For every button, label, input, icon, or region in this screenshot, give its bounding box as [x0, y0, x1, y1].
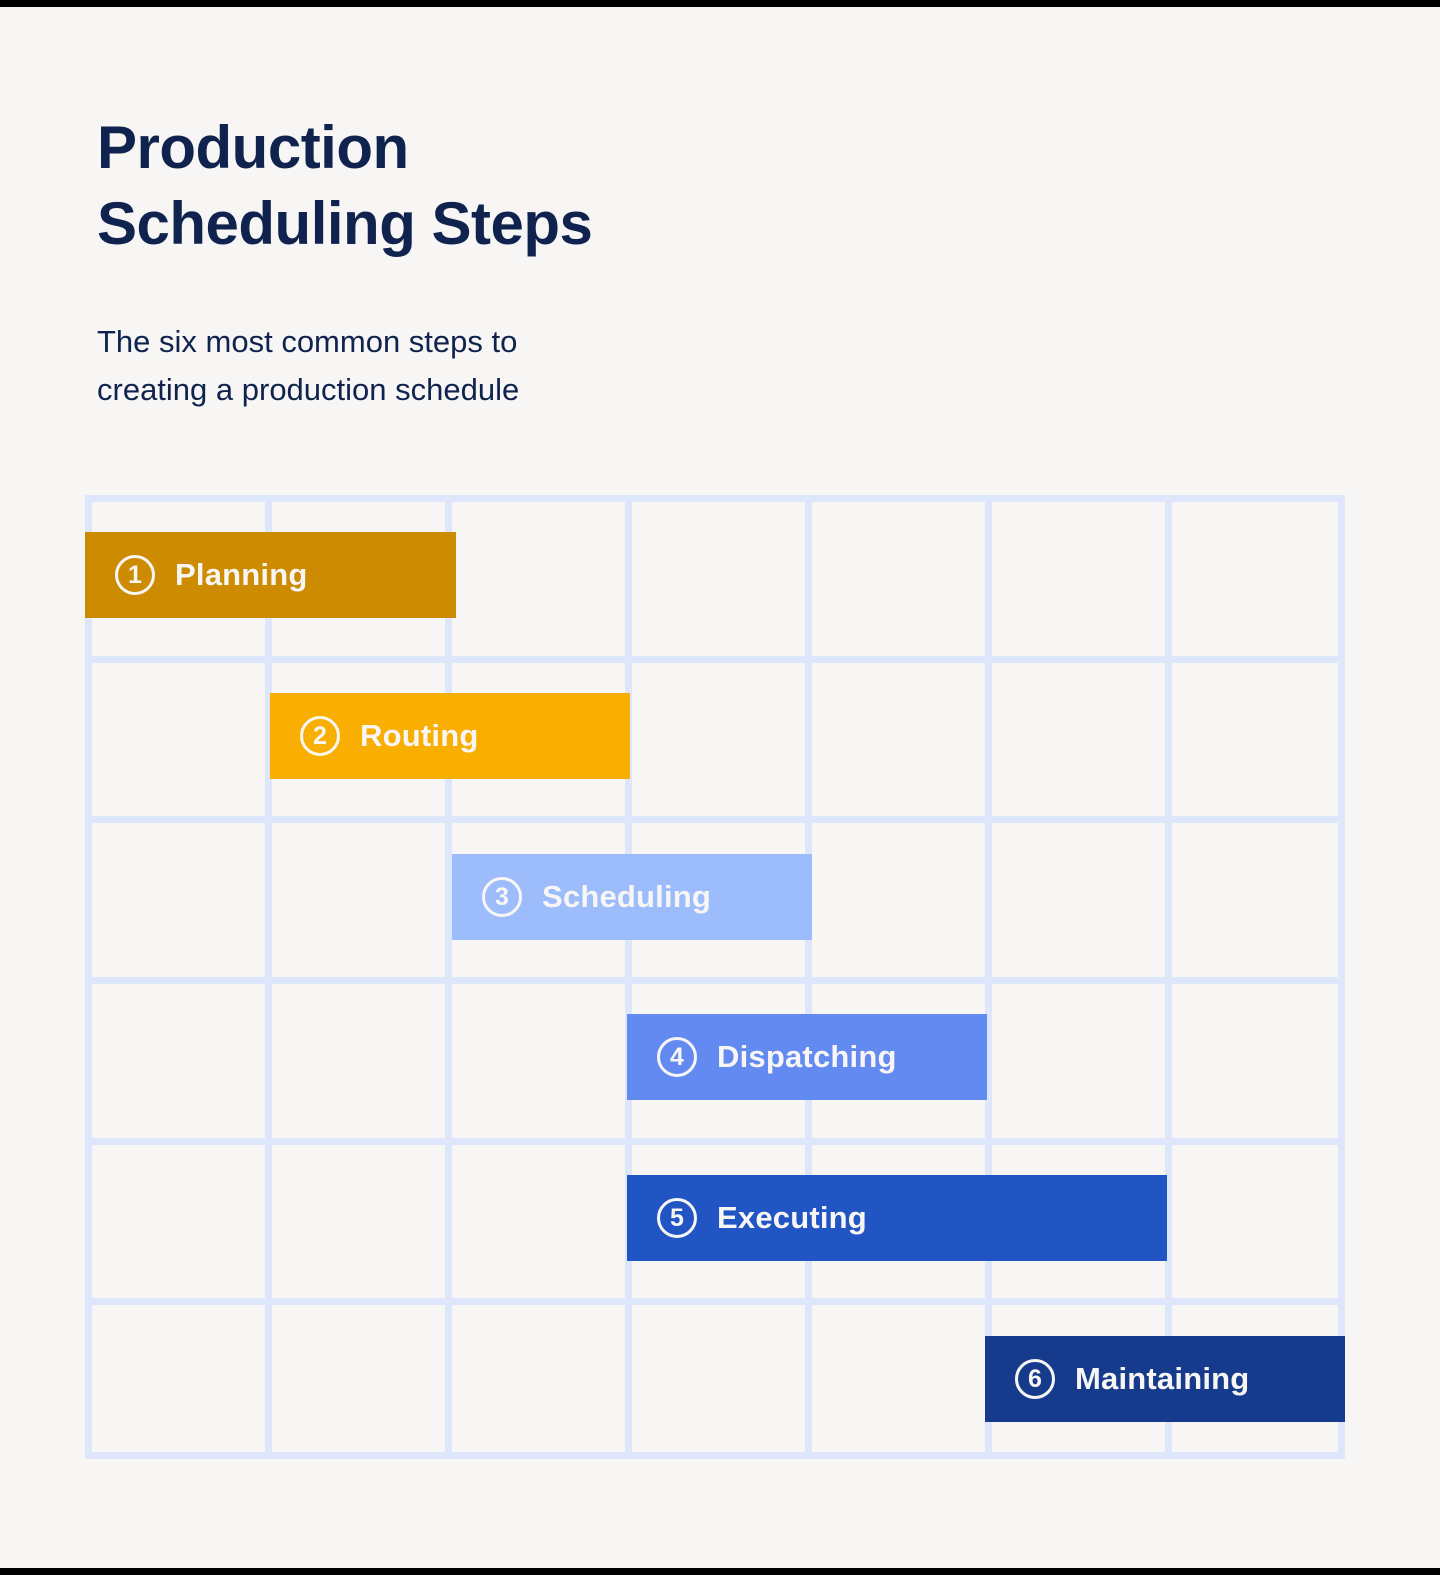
gantt-bar[interactable]: 3 Scheduling [452, 854, 812, 940]
gantt-bar[interactable]: 4 Dispatching [627, 1014, 987, 1100]
gantt-bar[interactable]: 1 Planning [85, 532, 456, 618]
gantt-bar[interactable]: 6 Maintaining [985, 1336, 1345, 1422]
step-number-badge: 3 [482, 877, 522, 917]
grid-row-line [85, 816, 1345, 823]
step-number-badge: 1 [115, 555, 155, 595]
grid-column-line [1338, 495, 1345, 1459]
step-label: Scheduling [542, 879, 712, 914]
page-subtitle: The six most common steps to creating a … [97, 324, 520, 408]
grid-column-line [805, 495, 812, 1459]
step-number-badge: 2 [300, 716, 340, 756]
page-title: Production Scheduling Steps [97, 114, 593, 257]
grid-column-line [85, 495, 92, 1459]
step-number-badge: 5 [657, 1198, 697, 1238]
grid-row-line [85, 656, 1345, 663]
grid-column-line [265, 495, 272, 1459]
gantt-bars: 1 Planning 2 Routing 3 Scheduling 4 Dispatching… [85, 495, 1345, 1459]
gantt-bar[interactable]: 2 Routing [270, 693, 630, 779]
gantt-chart: 1 Planning 2 Routing 3 Scheduling 4 Dispatching… [85, 495, 1345, 1459]
grid-row-line [85, 1298, 1345, 1305]
grid-column-line [985, 495, 992, 1459]
step-label: Dispatching [717, 1039, 897, 1074]
step-number-badge: 4 [657, 1037, 697, 1077]
grid-column-line [1165, 495, 1172, 1459]
gantt-bar[interactable]: 5 Executing [627, 1175, 1167, 1261]
infographic-canvas: Production Scheduling Steps The six most… [0, 7, 1440, 1568]
grid-row-line [85, 1452, 1345, 1459]
grid-column-line [445, 495, 452, 1459]
step-label: Routing [360, 718, 479, 753]
grid-row-line [85, 977, 1345, 984]
gantt-grid-lines [85, 495, 1345, 1459]
step-number-badge: 6 [1015, 1359, 1055, 1399]
grid-column-line [625, 495, 632, 1459]
step-label: Planning [175, 557, 308, 592]
step-label: Maintaining [1075, 1361, 1250, 1396]
grid-row-line [85, 1138, 1345, 1145]
header-block: Production Scheduling Steps The six most… [97, 110, 857, 414]
step-label: Executing [717, 1200, 867, 1235]
grid-row-line [85, 495, 1345, 502]
